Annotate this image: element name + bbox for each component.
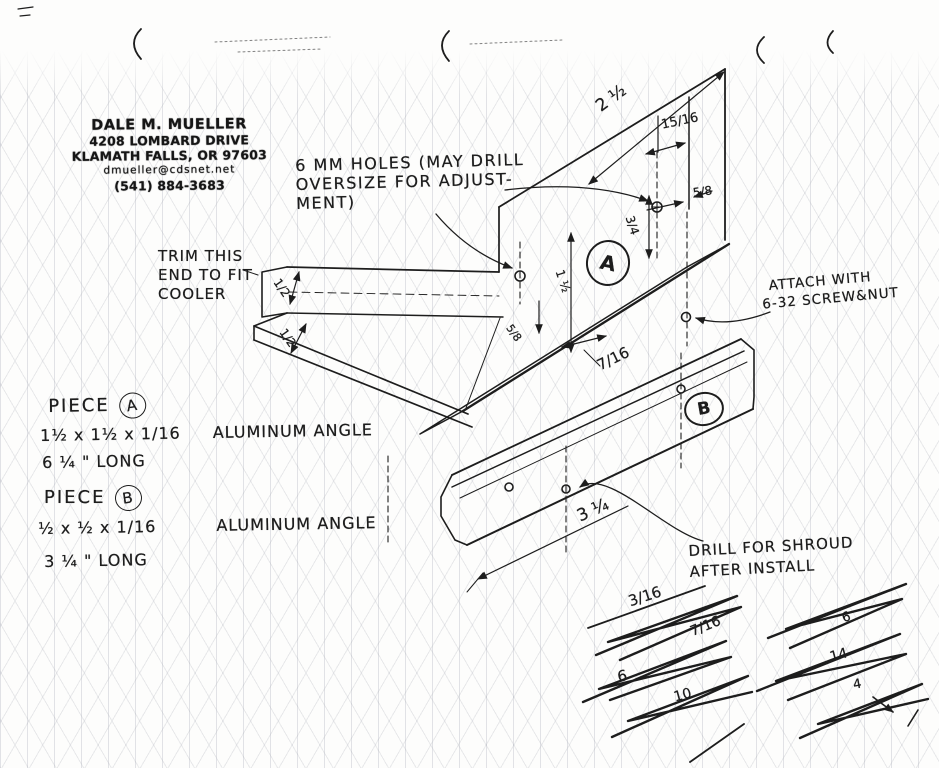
piece-a-title: PIECE — [48, 394, 110, 417]
leader-lines — [242, 186, 771, 542]
hole-symbol — [504, 482, 514, 492]
scribble-strokes-left — [581, 585, 754, 763]
piece-b-heading: PIECE B — [44, 483, 145, 513]
hole-symbol — [514, 270, 526, 282]
piece-a-circle-letter: A — [117, 390, 149, 421]
piece-a-material: ALUMINUM ANGLE — [212, 420, 374, 442]
hole-symbol — [561, 484, 571, 494]
piece-a-drawing — [253, 68, 731, 435]
note-line: TRIM THIS — [158, 247, 244, 265]
centerlines — [288, 151, 688, 554]
piece-a-length: 6 ¼ " LONG — [42, 451, 146, 472]
dimension-lines — [288, 71, 725, 593]
scan-smudge — [214, 36, 563, 53]
piece-b-spec: ½ x ½ x 1/16 — [38, 516, 157, 538]
stamp-phone: (541) 884-3683 — [114, 177, 226, 194]
piece-b-title: PIECE — [44, 487, 106, 508]
piece-b-material: ALUMINUM ANGLE — [216, 513, 377, 535]
piece-b-drawing — [440, 338, 755, 546]
piece-b-length: 3 ¼ " LONG — [44, 550, 148, 571]
note-trim-end: TRIM THIS END TO FIT COOLER — [158, 247, 253, 304]
piece-a-heading: PIECE A — [48, 390, 149, 421]
address-stamp: DALE M. MUELLER 4208 LOMBARD DRIVE KLAMA… — [60, 116, 279, 194]
scribble-strokes-right — [755, 582, 930, 740]
note-6mm-holes: 6 MM HOLES (MAY DRILL OVERSIZE FOR ADJUS… — [295, 150, 525, 213]
hole-symbol — [680, 311, 692, 323]
dim-5-8-top: 5/8 — [692, 183, 714, 200]
piece-b-circle-letter: B — [113, 483, 145, 513]
note-line: END TO FIT — [158, 266, 253, 284]
stamp-city: KLAMATH FALLS, OR 97603 — [71, 147, 268, 164]
note-line: COOLER — [158, 285, 227, 303]
note-drill-shroud: DRILL FOR SHROUD AFTER INSTALL — [688, 532, 855, 583]
binder-ring-arc — [17, 6, 834, 64]
piece-a-spec: 1½ x 1½ x 1/16 — [40, 423, 181, 445]
